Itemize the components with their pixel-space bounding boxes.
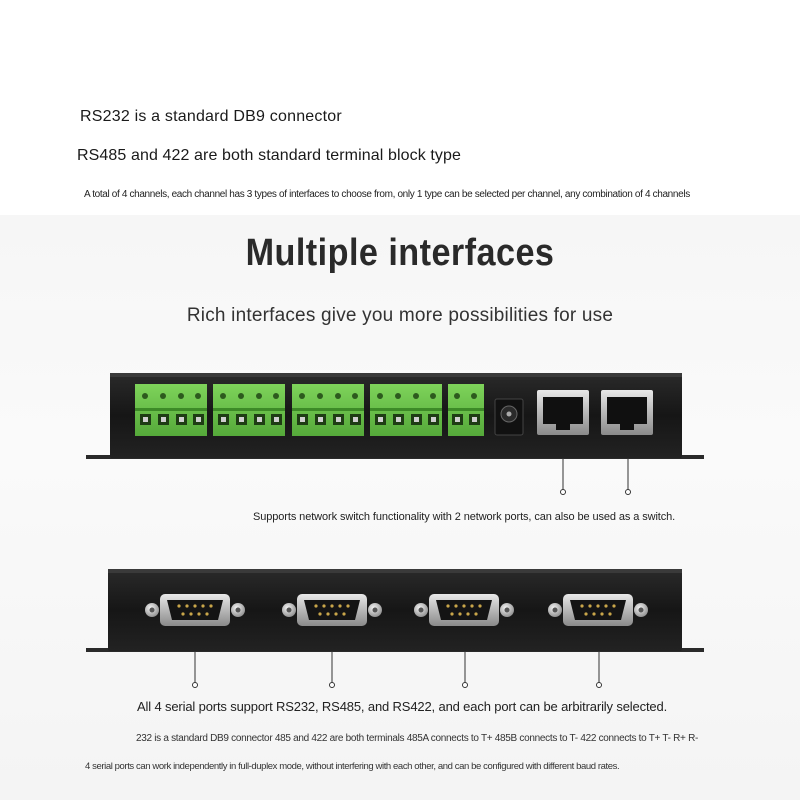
device-front-panel [86,373,704,495]
rj45-port-icon [537,390,653,435]
dc-power-jack-icon [494,398,524,436]
page-subtitle: Rich interfaces give you more possibilit… [186,305,614,326]
wiring-callout: 232 is a standard DB9 connector 485 and … [136,733,699,744]
intro-line-rs232: RS232 is a standard DB9 connector [80,108,342,125]
serial-callout: All 4 serial ports support RS232, RS485,… [137,699,668,714]
background-band [0,215,800,800]
page-title: Multiple interfaces [245,232,555,274]
intro-line-channels: A total of 4 channels, each channel has … [84,189,690,200]
network-callout: Supports network switch functionality wi… [253,511,676,523]
device-rear-panel [86,569,704,688]
terminal-block-icon [135,384,484,436]
duplex-callout: 4 serial ports can work independently in… [85,761,620,772]
intro-line-rs485: RS485 and 422 are both standard terminal… [77,147,462,164]
db9-connector-icon [145,594,648,626]
